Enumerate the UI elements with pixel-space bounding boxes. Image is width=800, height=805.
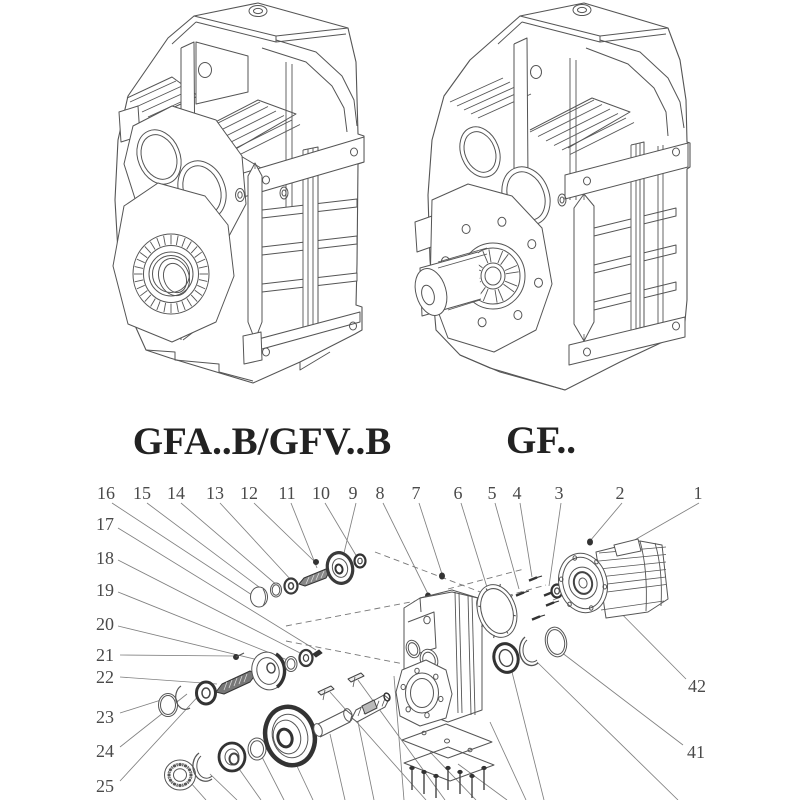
svg-text:24: 24 <box>96 741 114 761</box>
svg-text:19: 19 <box>96 580 114 600</box>
svg-text:4: 4 <box>513 483 522 503</box>
svg-text:18: 18 <box>96 548 114 568</box>
svg-text:10: 10 <box>312 483 330 503</box>
svg-text:21: 21 <box>96 645 114 665</box>
svg-text:25: 25 <box>96 776 114 796</box>
svg-text:7: 7 <box>412 483 421 503</box>
svg-text:15: 15 <box>133 483 151 503</box>
svg-text:11: 11 <box>278 483 295 503</box>
svg-text:3: 3 <box>555 483 564 503</box>
svg-text:20: 20 <box>96 614 114 634</box>
svg-text:13: 13 <box>206 483 224 503</box>
svg-text:17: 17 <box>96 514 114 534</box>
svg-text:5: 5 <box>488 483 497 503</box>
svg-text:41: 41 <box>687 742 705 762</box>
svg-text:GFA..B/GFV..B: GFA..B/GFV..B <box>133 420 392 463</box>
svg-text:GF..: GF.. <box>506 419 576 462</box>
svg-text:14: 14 <box>167 483 185 503</box>
svg-text:9: 9 <box>349 483 358 503</box>
svg-text:42: 42 <box>688 676 706 696</box>
svg-text:2: 2 <box>616 483 625 503</box>
svg-text:16: 16 <box>97 483 115 503</box>
svg-text:12: 12 <box>240 483 258 503</box>
svg-text:1: 1 <box>694 483 703 503</box>
svg-text:22: 22 <box>96 667 114 687</box>
svg-text:8: 8 <box>376 483 385 503</box>
svg-text:23: 23 <box>96 707 114 727</box>
svg-text:6: 6 <box>454 483 463 503</box>
